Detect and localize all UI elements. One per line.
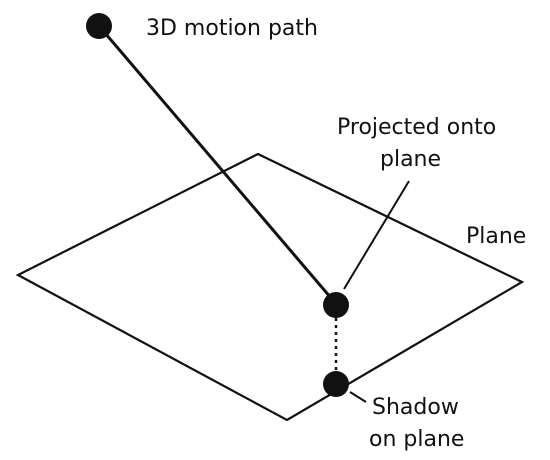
plane-label: Plane xyxy=(466,224,526,249)
projected-label-leader xyxy=(343,180,410,290)
projected-label-line2: plane xyxy=(380,147,441,172)
shadow-label-line2: on plane xyxy=(369,427,464,452)
plane-shape xyxy=(15,152,525,422)
motion-path-label: 3D motion path xyxy=(146,16,318,41)
motion-path-line xyxy=(97,25,339,306)
shadow-label-line1: Shadow xyxy=(372,395,459,420)
projected-label-line1: Projected onto xyxy=(337,115,496,140)
shadow-point xyxy=(323,371,349,397)
shadow-label-leader xyxy=(349,391,367,403)
motion-path-start-point xyxy=(86,13,112,39)
projected-point xyxy=(323,292,349,318)
